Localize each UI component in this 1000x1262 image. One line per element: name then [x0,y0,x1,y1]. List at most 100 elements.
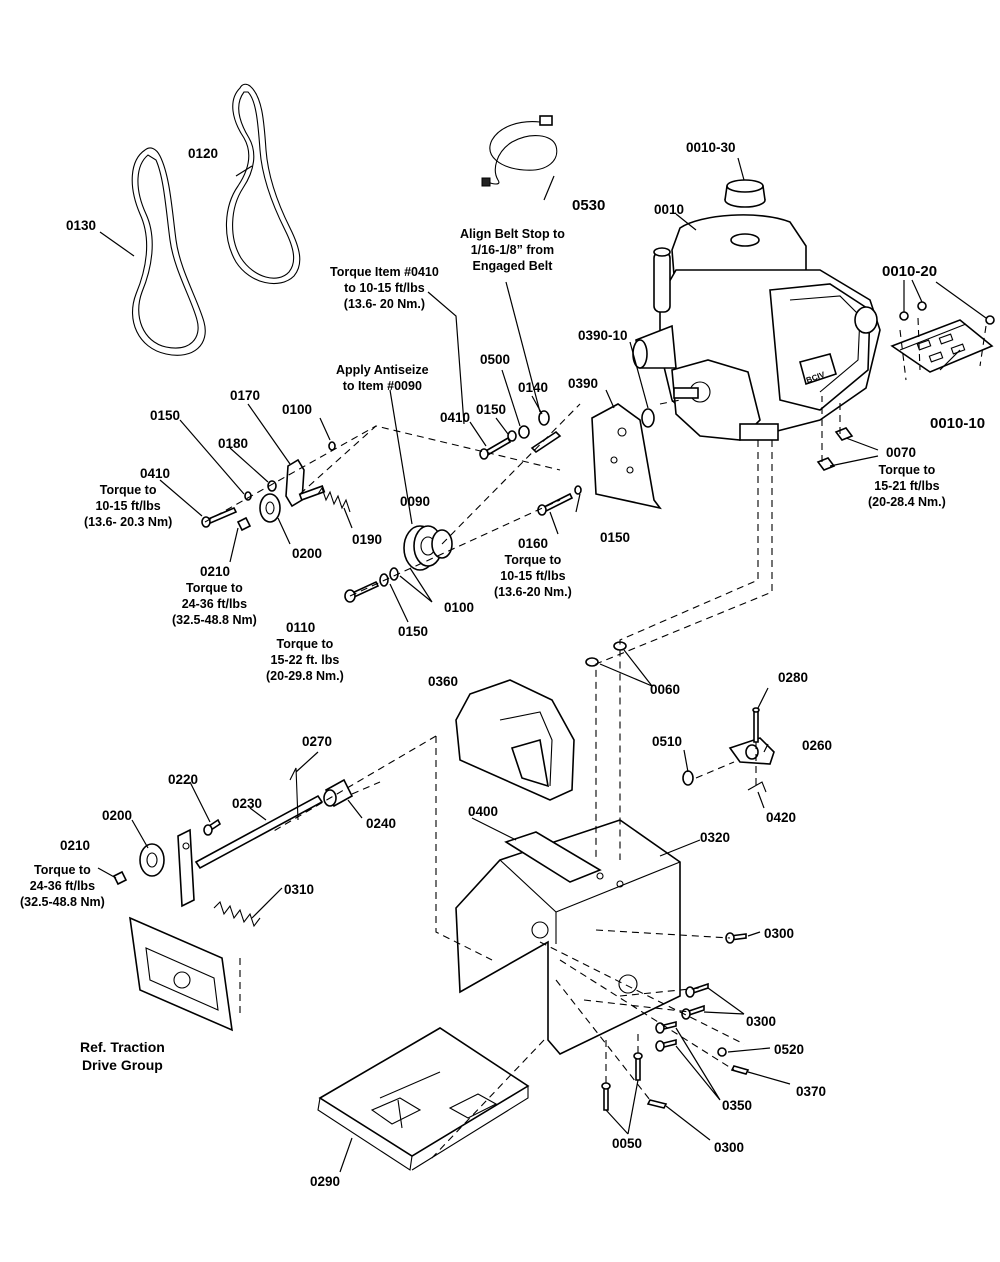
callout-0410a: 0410 [440,410,471,425]
bracket-0390 [591,403,662,510]
screws-0010-20 [899,301,995,325]
callout-0270: 0270 [302,734,333,749]
callout-0010-30: 0010-30 [686,140,736,155]
bolt-0410b [201,506,238,528]
assembly-dashed-lines [204,317,987,1161]
callout-0050: 0050 [612,1136,643,1151]
bolt-0300a [725,932,747,944]
callout-0390-10: 0390-10 [578,328,628,343]
bolt-0220 [203,818,222,836]
washer-0150b [244,491,252,501]
callout-0100b: 0100 [444,600,475,615]
bolts-0350 [655,1020,677,1052]
gas-cap-0010-30 [724,179,766,208]
callout-0370: 0370 [796,1084,827,1099]
callout-0390: 0390 [568,376,599,391]
belt-cover-0360 [455,679,575,801]
callout-0160: 0160 [518,536,549,551]
nut-0100a [328,441,336,451]
callout-0120: 0120 [188,146,219,161]
callout-0110: 0110 [286,620,316,635]
belt-0130 [131,147,206,356]
pulley-0200a [259,493,281,523]
callout-0060: 0060 [650,682,681,697]
callout-0240: 0240 [366,816,397,831]
engine-0010 [632,214,881,441]
callout-0010: 0010 [654,202,685,217]
nut-0210a [236,516,252,532]
gasket-0390-10 [641,408,655,428]
callout-0230: 0230 [232,796,263,811]
callout-0220: 0220 [168,772,199,787]
pin-0270 [289,767,299,821]
nuts-0070 [816,427,854,471]
callout-0150c: 0150 [600,530,631,545]
callout-0290: 0290 [310,1174,341,1189]
washer-0510 [682,770,694,786]
plate-0400 [504,831,602,883]
washer-0150c [574,485,582,495]
callout-0190: 0190 [352,532,383,547]
callout-0420: 0420 [766,810,797,825]
callout-0300c: 0300 [714,1140,745,1155]
callout-0320: 0320 [700,830,731,845]
spring-0310 [213,900,261,928]
bolt-0160 [537,492,574,516]
callout-0200a: 0200 [292,546,323,561]
belt-stop-0140 [530,410,562,454]
bottom-pan-0290 [317,1027,530,1171]
callout-0280: 0280 [778,670,809,685]
callout-0150a: 0150 [476,402,507,417]
callout-0400: 0400 [468,804,499,819]
bolt-0370 [730,1065,750,1075]
spring-0190 [317,486,351,513]
nut-0210b [112,870,128,886]
bolt-0300c [646,1099,668,1109]
callout-0350: 0350 [722,1098,753,1113]
traction-drive-plate [129,916,233,1032]
idler-arm-0170 [285,458,326,508]
callout-0520: 0520 [774,1042,805,1057]
callout-0140: 0140 [518,380,549,395]
cover-plate-0010-10 [890,319,994,373]
callout-0260: 0260 [802,738,833,753]
callout-0510: 0510 [652,734,683,749]
callout-0170: 0170 [230,388,261,403]
callout-0100a: 0100 [282,402,313,417]
washers-0150-0100 [379,567,399,587]
callout-0070: 0070 [886,445,917,460]
callout-0130: 0130 [66,218,97,233]
bolts-0050 [601,1052,643,1111]
washer-0520 [717,1047,727,1057]
washer-0500 [518,425,530,439]
washer-0150a [507,430,517,442]
shaft-0230 [194,794,324,870]
bracket-0260 [728,737,775,765]
callout-0410b: 0410 [140,466,171,481]
callout-0500: 0500 [480,352,511,367]
arm-0310-assembly [177,828,195,908]
clip-0420 [747,781,767,793]
pulley-0090 [403,525,453,571]
bolt-0410a [479,436,512,460]
callout-0150d: 0150 [398,624,429,639]
callout-0200b: 0200 [102,808,133,823]
washer-0180 [267,480,277,492]
callout-0010-20: 0010-20 [882,263,938,280]
callout-0530: 0530 [572,197,606,214]
leader-lines [97,157,987,1173]
callout-0180: 0180 [218,436,249,451]
cable-0530 [481,115,558,187]
pin-0280 [752,707,760,743]
callout-0360: 0360 [428,674,459,689]
